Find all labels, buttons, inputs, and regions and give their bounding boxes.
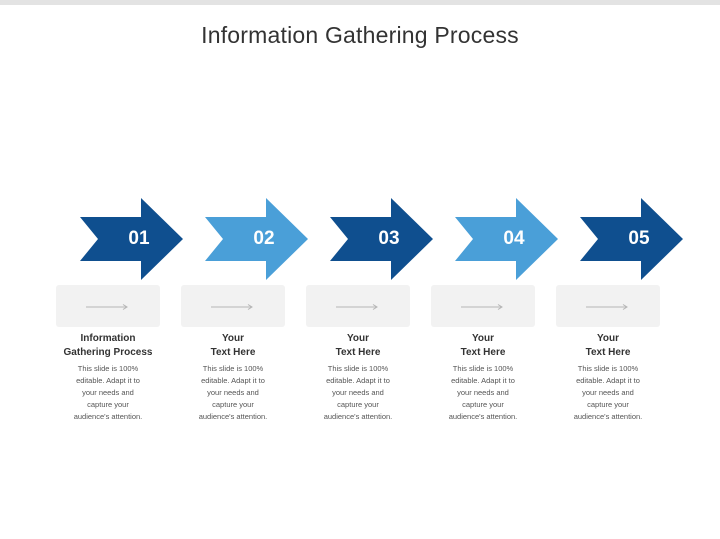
step-description: This slide is 100% editable. Adapt it to… bbox=[323, 364, 393, 421]
step-arrow-shape bbox=[580, 198, 683, 280]
right-arrow-icon bbox=[461, 304, 503, 310]
right-arrow-icon bbox=[586, 304, 628, 310]
right-arrow-icon bbox=[86, 304, 128, 310]
step-arrow-shape bbox=[80, 198, 183, 280]
step-description: This slide is 100% editable. Adapt it to… bbox=[73, 364, 143, 421]
right-arrow-icon bbox=[336, 304, 378, 310]
step-number: 05 bbox=[628, 228, 650, 249]
step-description: This slide is 100% editable. Adapt it to… bbox=[573, 364, 643, 421]
step-title: Your Text Here bbox=[210, 333, 256, 358]
step-title: Your Text Here bbox=[585, 333, 631, 358]
slide-title: Information Gathering Process bbox=[201, 22, 519, 48]
process-step-3: 03 Your Text Here This slide is 100% edi… bbox=[303, 195, 433, 435]
step-card bbox=[56, 285, 160, 327]
step-arrow bbox=[553, 195, 683, 283]
step-arrow-shape bbox=[330, 198, 433, 280]
step-card bbox=[181, 285, 285, 327]
step-arrow-shape bbox=[455, 198, 558, 280]
step-description: This slide is 100% editable. Adapt it to… bbox=[198, 364, 268, 421]
step-title: Your Text Here bbox=[335, 333, 381, 358]
process-step-4: 04 Your Text Here This slide is 100% edi… bbox=[428, 195, 558, 435]
step-card bbox=[431, 285, 535, 327]
step-card bbox=[306, 285, 410, 327]
step-arrow-shape bbox=[205, 198, 308, 280]
top-bar bbox=[0, 0, 720, 5]
process-step-2: 02 Your Text Here This slide is 100% edi… bbox=[178, 195, 308, 435]
right-arrow-icon bbox=[211, 304, 253, 310]
step-number: 04 bbox=[503, 228, 525, 249]
step-card bbox=[556, 285, 660, 327]
step-number: 02 bbox=[253, 228, 275, 249]
step-title: Information Gathering Process bbox=[63, 333, 153, 358]
step-arrow bbox=[428, 195, 558, 283]
step-number: 03 bbox=[378, 228, 400, 249]
process-step-5: 05 Your Text Here This slide is 100% edi… bbox=[553, 195, 683, 435]
process-step-1: 01 Information Gathering Process This sl… bbox=[53, 195, 183, 435]
step-arrow bbox=[53, 195, 183, 283]
step-arrow bbox=[178, 195, 308, 283]
step-title: Your Text Here bbox=[460, 333, 506, 358]
step-arrow bbox=[303, 195, 433, 283]
step-number: 01 bbox=[128, 228, 150, 249]
step-description: This slide is 100% editable. Adapt it to… bbox=[448, 364, 518, 421]
